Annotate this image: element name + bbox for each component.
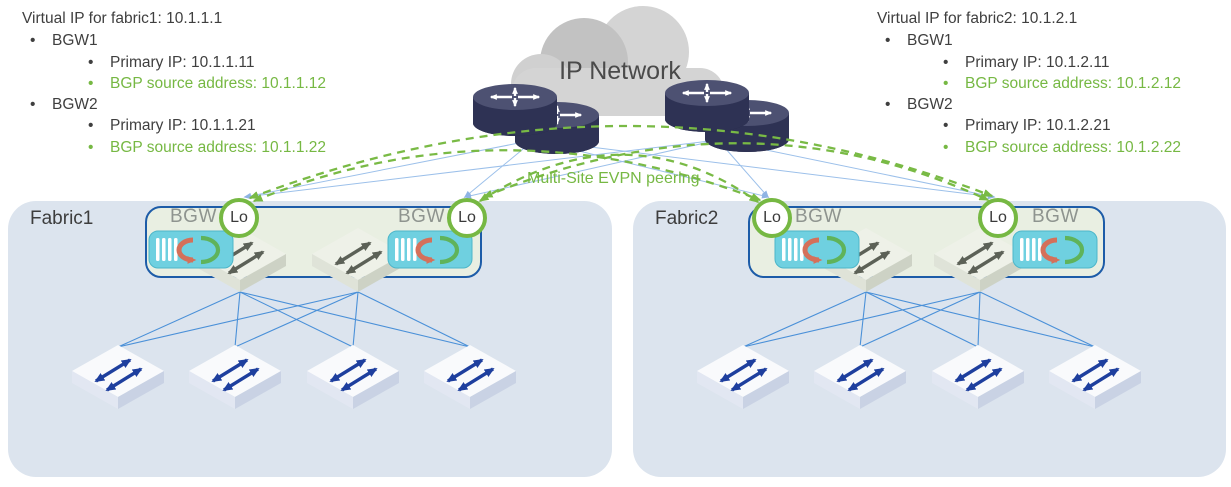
note-item-primary-ip: Primary IP: 10.1.2.21 <box>877 115 1181 136</box>
bgw-label: BGW <box>398 206 445 227</box>
fabric1-mesh-links <box>117 291 471 348</box>
fabric2-note: Virtual IP for fabric2: 10.1.2.1 BGW1 Pr… <box>877 8 1181 158</box>
fabric2-label: Fabric2 <box>655 208 719 229</box>
fabric2-mesh-links <box>742 291 1096 348</box>
bullet <box>30 94 52 115</box>
bullet <box>885 30 907 51</box>
bgw-switch-icon <box>934 228 1026 292</box>
note-title: Virtual IP for fabric2: 10.1.2.1 <box>877 10 1078 27</box>
note-item-bgw2: BGW2 <box>877 94 1181 115</box>
note-item-bgp-source: BGP source address: 10.1.1.22 <box>22 137 326 158</box>
bullet <box>885 94 907 115</box>
bullet <box>88 115 110 136</box>
leaf-switch-icon <box>1049 345 1141 409</box>
note-item-bgw1: BGW1 <box>22 30 326 51</box>
bullet <box>88 73 110 94</box>
fabric1-note: Virtual IP for fabric1: 10.1.1.1 BGW1 Pr… <box>22 8 326 158</box>
note-item-bgw2: BGW2 <box>22 94 326 115</box>
bullet <box>943 137 965 158</box>
bgw-label: BGW <box>795 206 842 227</box>
bullet <box>88 137 110 158</box>
note-item-bgp-source: BGP source address: 10.1.1.12 <box>22 73 326 94</box>
loopback-badge: Lo <box>219 198 259 238</box>
leaf-switch-icon <box>697 345 789 409</box>
loopback-badge: Lo <box>978 198 1018 238</box>
note-item-primary-ip: Primary IP: 10.1.1.11 <box>22 52 326 73</box>
loopback-badge: Lo <box>447 198 487 238</box>
vtep-icon <box>775 231 859 268</box>
router-icon <box>473 84 557 136</box>
bgw-label: BGW <box>170 206 217 227</box>
vtep-icon <box>1013 231 1097 268</box>
leaf-switch-icon <box>72 345 164 409</box>
leaf-switch-icon <box>424 345 516 409</box>
note-item-bgp-source: BGP source address: 10.1.2.12 <box>877 73 1181 94</box>
cloud-label: IP Network <box>559 57 681 85</box>
bullet <box>30 30 52 51</box>
note-title: Virtual IP for fabric1: 10.1.1.1 <box>22 10 223 27</box>
leaf-switch-icon <box>814 345 906 409</box>
vtep-icon <box>149 231 233 268</box>
note-item-primary-ip: Primary IP: 10.1.1.21 <box>22 115 326 136</box>
evpn-peering-links <box>248 124 994 203</box>
leaf-switch-icon <box>307 345 399 409</box>
leaf-switch-icon <box>932 345 1024 409</box>
fabric1-label: Fabric1 <box>30 208 94 229</box>
bullet <box>88 52 110 73</box>
note-item-primary-ip: Primary IP: 10.1.2.11 <box>877 52 1181 73</box>
loopback-badge: Lo <box>752 198 792 238</box>
leaf-switch-icon <box>189 345 281 409</box>
bullet <box>943 73 965 94</box>
evpn-peering-label: Multi-Site EVPN peering <box>527 170 700 187</box>
router-icon <box>665 80 749 132</box>
note-item-bgw1: BGW1 <box>877 30 1181 51</box>
note-item-bgp-source: BGP source address: 10.1.2.22 <box>877 137 1181 158</box>
bullet <box>943 115 965 136</box>
bgw-label: BGW <box>1032 206 1079 227</box>
bullet <box>943 52 965 73</box>
